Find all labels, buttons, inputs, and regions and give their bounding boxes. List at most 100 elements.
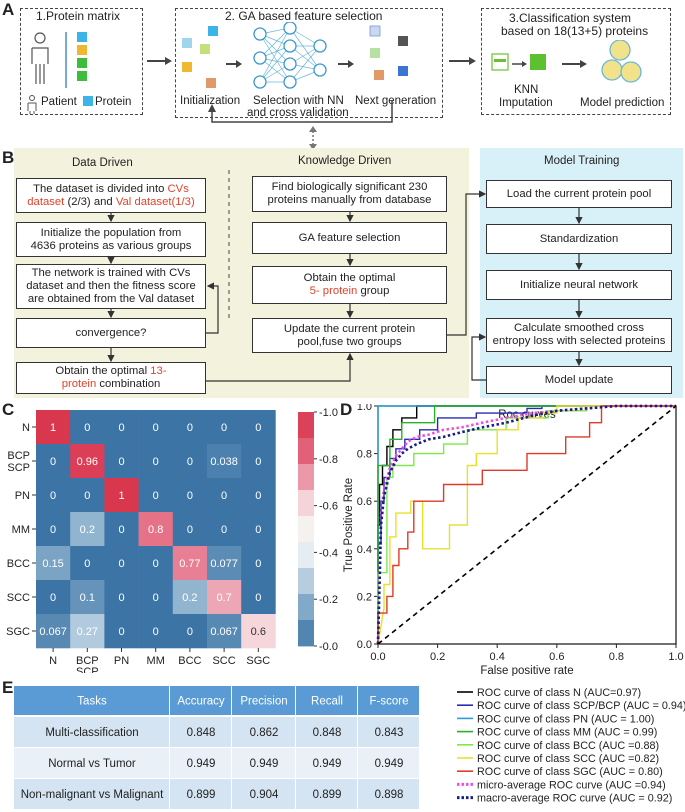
heatmap-cell xyxy=(36,546,71,581)
heatmap-value-label: 0 xyxy=(255,490,261,502)
table-header-label: Precision xyxy=(240,696,287,708)
legend-label: ROC curve of class MM (AUC = 0.99) xyxy=(477,727,657,739)
table-cell xyxy=(232,717,295,747)
roc-series-line xyxy=(377,405,676,644)
table-cell xyxy=(358,717,419,747)
heatmap-value-label: 0.067 xyxy=(210,626,238,638)
colorbar-tick-label: -0.2 xyxy=(319,594,338,606)
step2-init-label: Initialization xyxy=(180,95,241,107)
heatmap-row-label: MM xyxy=(12,524,30,536)
roc-y-tick-label: 0.2 xyxy=(357,591,372,603)
heatmap-value-label: 0 xyxy=(84,558,90,570)
mt4-b: entropy loss with selected proteins xyxy=(492,335,666,347)
heatmap-value-label: 0 xyxy=(118,422,124,434)
heatmap-col-label: MM xyxy=(147,655,165,667)
heatmap-value-label: 0 xyxy=(118,626,124,638)
heatmap-value-label: 0.067 xyxy=(39,626,67,638)
heatmap-cell xyxy=(172,512,208,547)
kd1-a: Find biologically significant 230 xyxy=(271,181,428,193)
roc-series-line xyxy=(376,404,676,645)
dd2-a: Initialize the population from xyxy=(40,226,182,239)
step3-title1: 3.Classification system xyxy=(509,11,632,25)
heatmap-value-label: 0 xyxy=(221,490,227,502)
heatmap-cell xyxy=(172,478,208,513)
table-cell-value: 0.899 xyxy=(313,789,342,801)
heatmap-cell xyxy=(241,580,276,615)
colorbar-tick-label: -0.0 xyxy=(319,641,338,653)
step3-knn2: Imputation xyxy=(499,97,553,109)
step2-illustration xyxy=(182,22,408,89)
table-cell xyxy=(232,779,295,809)
heatmap-value-label: 0 xyxy=(187,422,193,434)
heatmap-cell xyxy=(241,444,276,479)
heatmap-value-label: 0 xyxy=(118,456,124,468)
dd5-b: 13- xyxy=(150,365,167,377)
heatmap-cell xyxy=(70,614,105,649)
heatmap-cell xyxy=(172,614,208,649)
heatmap-value-label: 0 xyxy=(255,456,261,468)
table-cell-value: 0.949 xyxy=(187,758,216,770)
dd2-b: 4636 proteins as various groups xyxy=(30,239,192,252)
table-cell-value: 0.848 xyxy=(313,727,342,739)
step1-box xyxy=(20,8,143,115)
kd3-c: group xyxy=(357,285,390,297)
table-cell-value: 0.843 xyxy=(375,727,404,739)
roc-series-line xyxy=(377,405,676,644)
loop-arrow xyxy=(208,100,393,123)
roc-x-tick-label: 0.6 xyxy=(549,651,564,663)
kd3-a: Obtain the optimal xyxy=(303,272,396,284)
legend-label: micro-average ROC curve (AUC =0.94) xyxy=(477,779,666,791)
dd1-c: dataset xyxy=(27,195,65,208)
roc-y-axis-label: True Positive Rate xyxy=(343,478,355,572)
step2-sel-label1: Selection with NN xyxy=(253,95,344,107)
table-cell xyxy=(170,717,231,747)
heatmap-value-label: 0 xyxy=(50,592,56,604)
colorbar-band xyxy=(298,568,314,595)
roc-y-tick-label: 1.0 xyxy=(357,404,372,413)
heatmap-value-label: 0 xyxy=(84,422,90,434)
step3-box xyxy=(481,8,671,115)
heatmap-cell xyxy=(207,444,242,479)
person-icon xyxy=(31,32,49,84)
heatmap-cell xyxy=(241,478,276,513)
legend-label: ROC curve of class SCC (AUC =0.82) xyxy=(477,753,659,765)
kd3-b: 5- protein xyxy=(309,285,358,297)
colorbar-band xyxy=(298,438,314,465)
heatmap-cell xyxy=(104,580,139,615)
roc-series-line xyxy=(377,405,676,645)
mt-box-standardization: Standardization xyxy=(486,224,672,254)
mt5: Model update xyxy=(544,373,614,386)
dd1-b: CVs xyxy=(167,182,189,195)
table-cell xyxy=(358,779,419,809)
heatmap-value-label: 0.2 xyxy=(80,524,95,536)
heatmap-row-label: SCP xyxy=(7,462,30,474)
legend-label: ROC curve of class N (AUC=0.97) xyxy=(477,687,641,699)
heatmap-value-label: 0 xyxy=(221,524,227,536)
heatmap-col-label: BCP xyxy=(76,655,99,667)
heatmap-value-label: 0 xyxy=(187,626,193,638)
roc-series-line xyxy=(377,405,676,644)
heatmap-value-label: 0.6 xyxy=(251,626,266,638)
heatmap-value-label: 0 xyxy=(221,422,227,434)
roc-y-tick-label: 0.0 xyxy=(357,639,372,651)
heatmap-value-label: 0 xyxy=(255,524,261,536)
heatmap-cell xyxy=(207,614,242,649)
table-cell xyxy=(358,748,419,778)
colorbar-band xyxy=(298,490,314,517)
roc-x-tick-label: 1.0 xyxy=(668,651,683,663)
heatmap-cell xyxy=(70,444,105,479)
heatmap-cell xyxy=(104,478,139,513)
dd4: convergence? xyxy=(75,326,147,339)
roc-x-axis-label: False positive rate xyxy=(480,665,573,676)
dd-box-optimal13: Obtain the optimal 13- protein combinati… xyxy=(16,362,206,394)
heatmap-cell xyxy=(138,614,174,649)
dd3-b: dataset and then the fitness score xyxy=(26,280,196,292)
dd5-a: Obtain the optimal xyxy=(55,365,151,377)
heatmap-cell xyxy=(70,410,105,445)
legend-patient: Patient xyxy=(41,96,77,108)
heatmap-cell xyxy=(36,580,71,615)
legend-label: ROC curve of class PN (AUC = 1.00) xyxy=(477,713,654,725)
model-training-title: Model Training xyxy=(544,155,620,167)
heatmap-cell xyxy=(138,512,174,547)
colorbar-band xyxy=(298,542,314,569)
